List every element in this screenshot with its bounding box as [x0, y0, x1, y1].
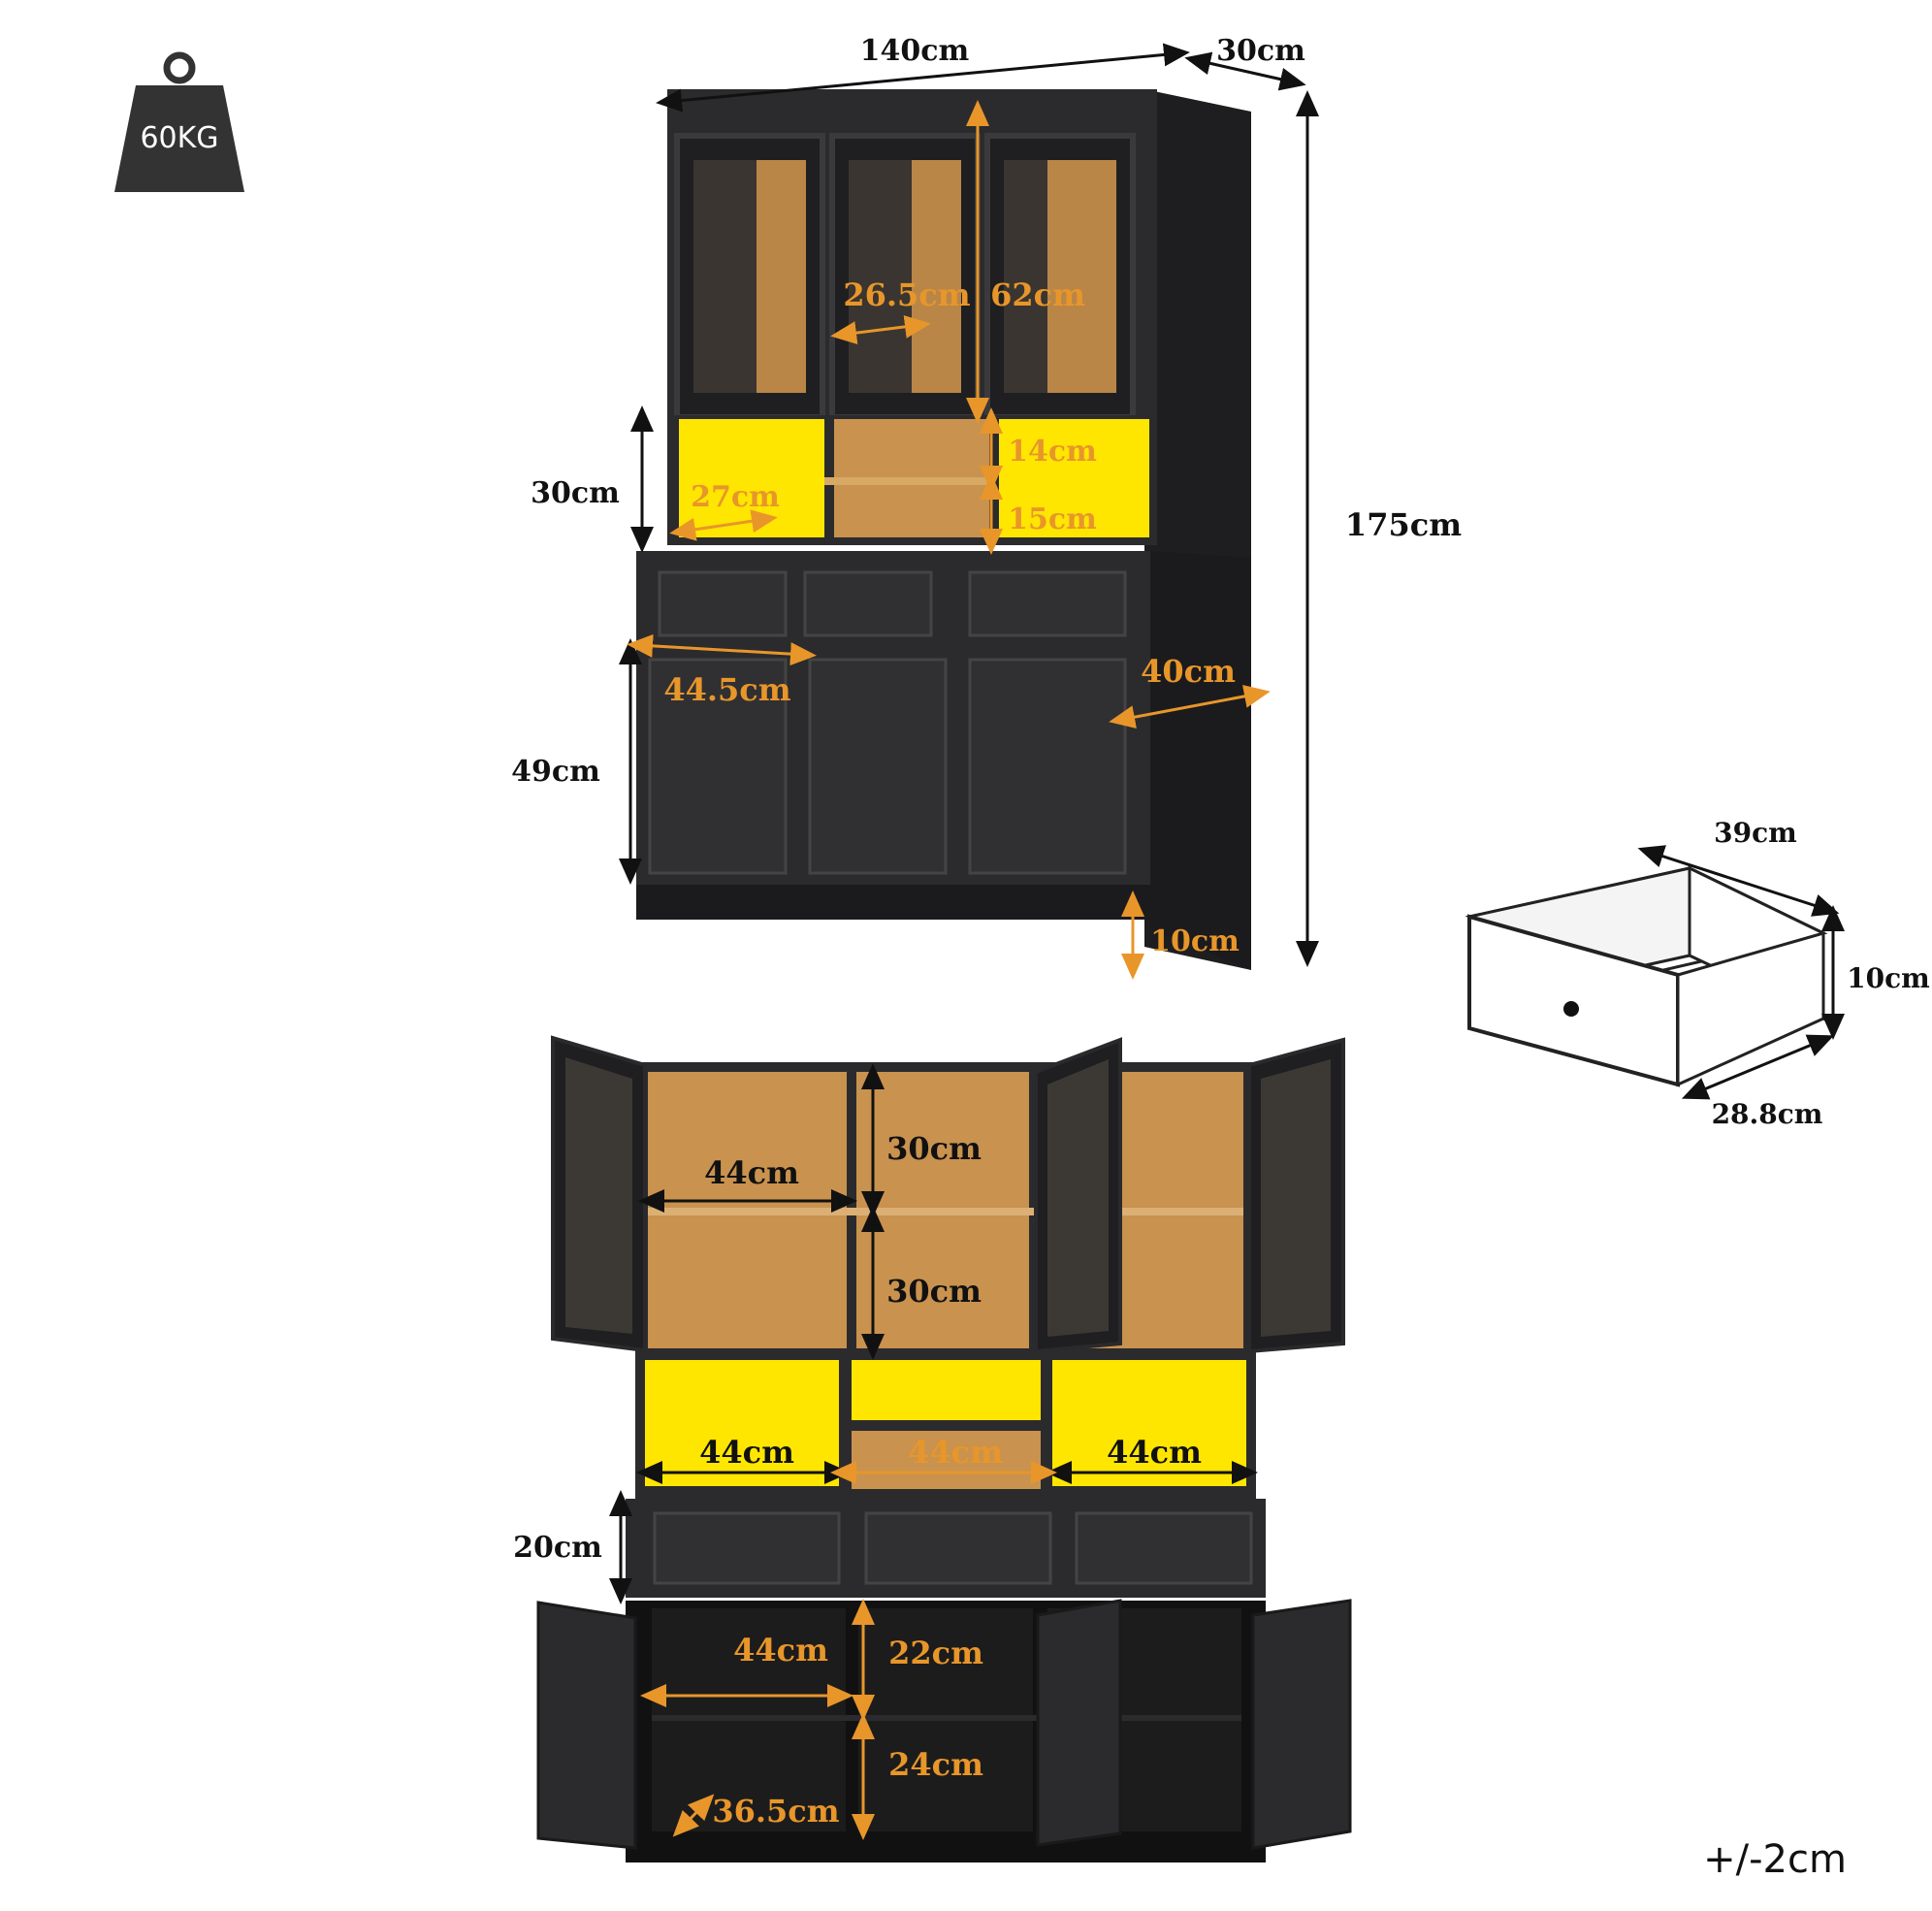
drawer-front — [864, 1511, 1052, 1585]
open-height-label: 30cm — [531, 476, 620, 510]
glass-door — [674, 133, 825, 420]
depth-label: 30cm — [1216, 34, 1305, 68]
drawer-height-label: 20cm — [513, 1531, 602, 1565]
open-lower-label: 15cm — [1008, 502, 1097, 536]
drawer-height-label: 10cm — [1847, 962, 1930, 994]
base-door — [648, 658, 788, 875]
led-left-label: 44cm — [699, 1434, 794, 1471]
width-label: 140cm — [860, 34, 970, 68]
open-base-door — [1036, 1599, 1122, 1847]
leg-height-label: 10cm — [1150, 924, 1240, 958]
top-height-label: 62cm — [990, 276, 1085, 313]
base-depth-label: 36.5cm — [712, 1793, 839, 1830]
top-inner-width-label: 26.5cm — [843, 276, 970, 313]
led-mid-label: 44cm — [908, 1434, 1003, 1471]
open-base-door — [1251, 1599, 1352, 1850]
open-upper-label: 14cm — [1008, 435, 1097, 469]
drawer-width-label: 39cm — [1714, 817, 1797, 849]
shelf-width-label: 44cm — [704, 1154, 799, 1191]
shelf-lower-label: 30cm — [886, 1273, 982, 1310]
weight-label: 60KG — [140, 121, 218, 155]
cabinet-open-view: 44cm 30cm 30cm 44cm 44cm 44cm 20cm 44cm … — [513, 1035, 1352, 1862]
open-base-door — [536, 1601, 637, 1850]
base-height-label: 49cm — [511, 755, 600, 789]
glass-door — [829, 133, 981, 420]
door-width-label: 44.5cm — [663, 671, 790, 708]
cabinet-front-view: 140cm 30cm 175cm 30cm 49cm 26.5cm 62cm 2… — [511, 34, 1462, 980]
base-lower-label: 24cm — [888, 1746, 983, 1783]
weight-icon: 60KG — [114, 51, 244, 192]
drawer-front — [653, 1511, 841, 1585]
drawer-front — [968, 570, 1127, 637]
base-door — [968, 658, 1127, 875]
glass-door — [984, 133, 1136, 420]
base-door — [808, 658, 948, 875]
drawer-depth-label: 28.8cm — [1712, 1098, 1823, 1130]
drawer-front — [658, 570, 788, 637]
open-depth-label: 27cm — [691, 480, 780, 514]
led-compartment — [852, 1360, 1041, 1420]
drawer-diagram: 39cm 10cm 28.8cm — [1465, 817, 1930, 1130]
base-width-label: 44cm — [733, 1632, 828, 1668]
drawer-knob — [1563, 1001, 1579, 1017]
drawer-front — [1075, 1511, 1253, 1585]
shelf-upper-label: 30cm — [886, 1130, 982, 1167]
led-right-label: 44cm — [1107, 1434, 1202, 1471]
base-depth-label: 40cm — [1141, 653, 1236, 690]
height-label: 175cm — [1345, 506, 1462, 543]
drawer-front — [803, 570, 933, 637]
base-upper-label: 22cm — [888, 1635, 983, 1671]
led-compartment — [999, 419, 1149, 537]
tolerance-label: +/-2cm — [1703, 1837, 1847, 1882]
